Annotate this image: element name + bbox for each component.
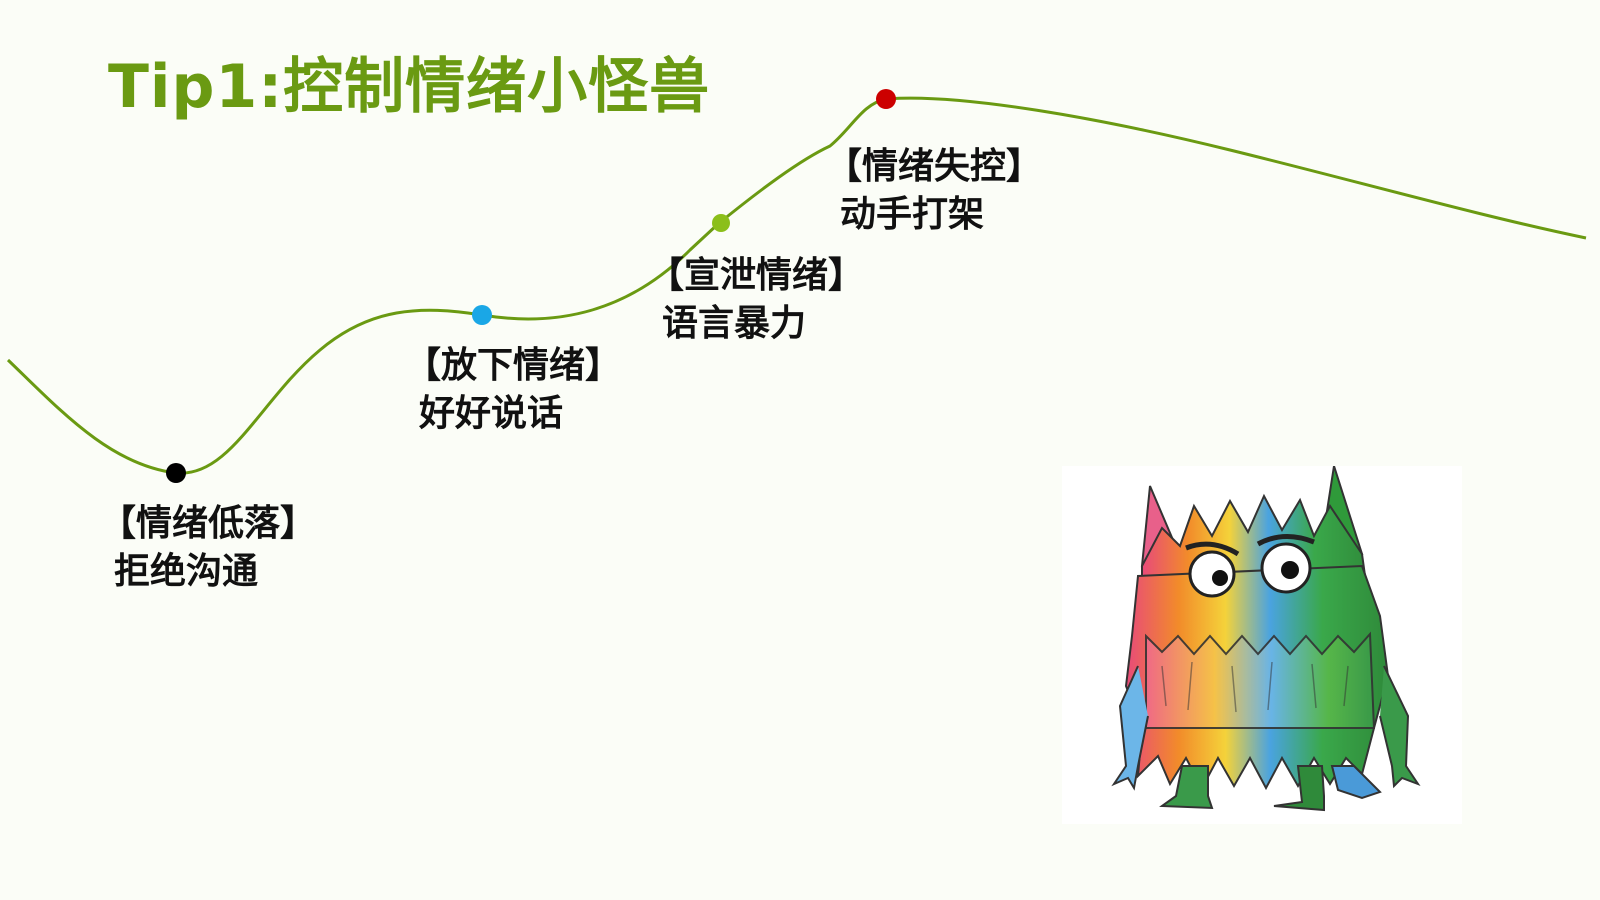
slide-title: Tip1:控制情绪小怪兽	[108, 52, 711, 122]
label-release: 【放下情绪】 好好说话	[405, 342, 621, 438]
label-low-detail: 拒绝沟通	[114, 551, 259, 592]
label-release-heading: 【放下情绪】	[405, 345, 622, 386]
label-vent-detail: 语言暴力	[662, 303, 807, 344]
label-lose-control: 【情绪失控】 动手打架	[826, 143, 1042, 239]
color-monster-illustration	[1062, 466, 1462, 824]
dot-vent	[712, 214, 730, 232]
label-vent-heading: 【宣泄情绪】	[648, 255, 865, 296]
label-release-detail: 好好说话	[419, 393, 564, 434]
label-lose-control-detail: 动手打架	[840, 194, 985, 235]
label-vent: 【宣泄情绪】 语言暴力	[648, 252, 864, 348]
dot-low	[166, 463, 186, 483]
label-low-heading: 【情绪低落】	[100, 503, 317, 544]
label-low: 【情绪低落】 拒绝沟通	[100, 500, 316, 596]
label-lose-control-heading: 【情绪失控】	[826, 146, 1043, 187]
dot-lose-control	[876, 89, 896, 109]
emotion-curve	[6, 96, 1587, 475]
dot-release	[472, 305, 492, 325]
monster-icon	[1111, 466, 1421, 812]
